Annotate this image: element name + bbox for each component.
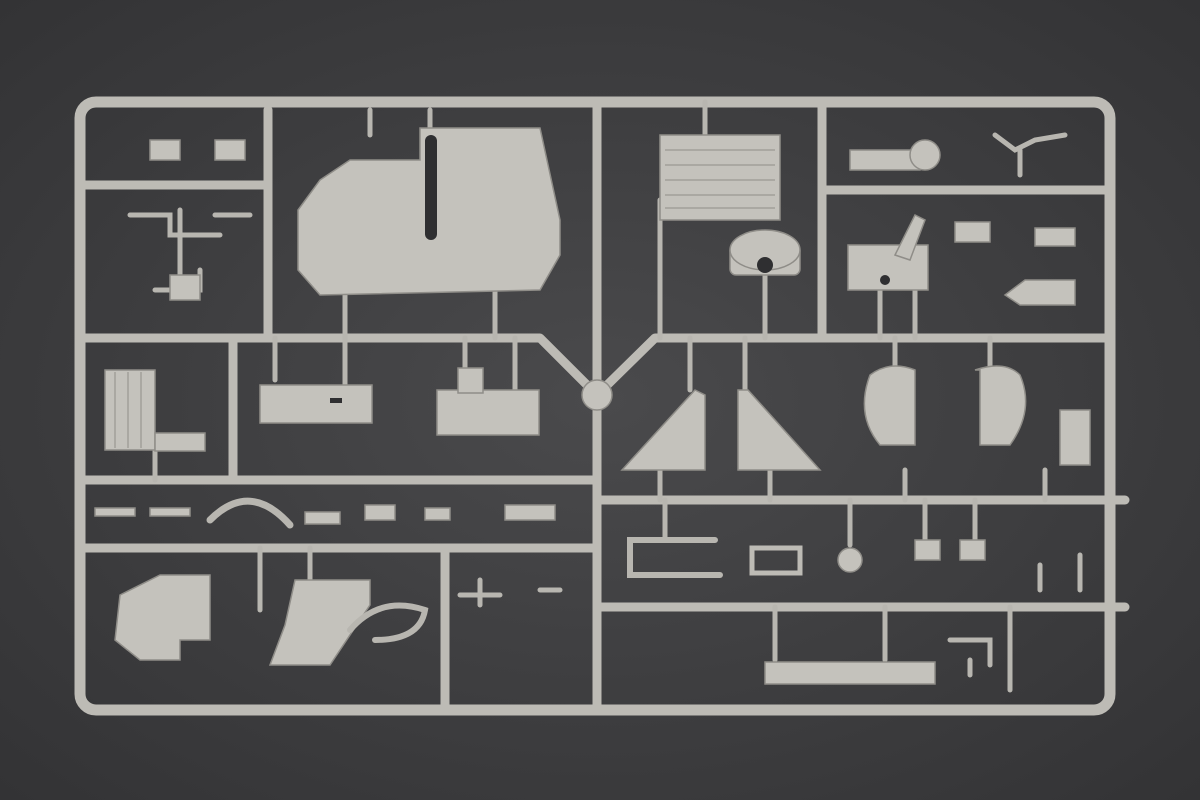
plate-slot (425, 135, 437, 240)
small-linkage-part (457, 577, 563, 608)
sprue-hub (581, 379, 613, 411)
fender-right-part (974, 365, 1027, 446)
radiator-part (659, 134, 781, 221)
box-with-arm-part (847, 213, 929, 291)
arc-part (206, 497, 294, 529)
bracket-part (127, 207, 253, 293)
long-bar-part (764, 661, 936, 685)
grille-part (104, 369, 206, 452)
small-rack-part (1059, 409, 1091, 466)
gusset-left-part (620, 389, 706, 471)
small-part (954, 221, 991, 243)
arm-part (849, 149, 921, 171)
small-part (149, 507, 191, 517)
small-part (94, 507, 136, 517)
valve-part (914, 539, 986, 561)
wedge-part (1003, 279, 1076, 306)
hopper-part (268, 579, 371, 666)
sprue-gates (152, 99, 1048, 693)
disc-part (909, 139, 941, 171)
kit-parts (94, 127, 1091, 685)
small-part (424, 507, 451, 521)
frame-part (627, 537, 723, 578)
bracket-assembly-part (114, 574, 211, 661)
pipe-part (947, 637, 993, 678)
small-part (1034, 227, 1076, 247)
small-part (169, 274, 201, 301)
small-part (504, 504, 556, 521)
wheel-part (729, 229, 801, 276)
fender-left-part (863, 365, 916, 446)
knob-part (837, 547, 863, 573)
small-part (149, 139, 246, 161)
gusset-right-part (737, 389, 822, 471)
sprue-frame (74, 96, 1130, 716)
u-frame-part (749, 545, 803, 576)
bent-rod-part (992, 132, 1068, 178)
small-part (364, 504, 396, 521)
slot (330, 398, 342, 403)
pin-parts (1037, 552, 1083, 593)
tower-box-part (436, 367, 540, 436)
small-part (304, 511, 341, 525)
long-box-part (259, 384, 373, 424)
hook-part (347, 602, 429, 643)
